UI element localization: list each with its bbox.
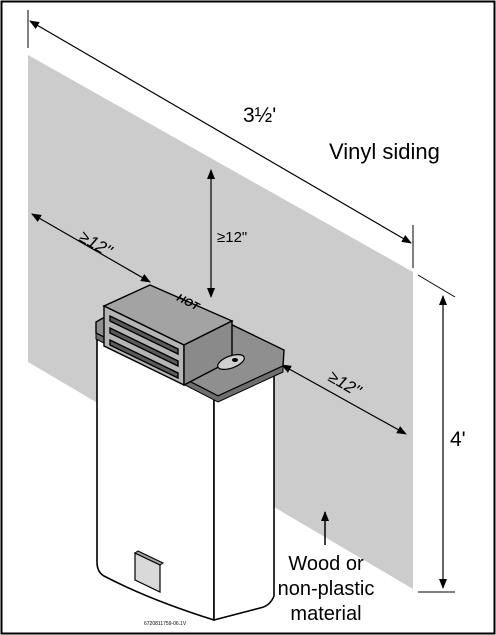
figure-code: 6720811759-06.1V (144, 621, 187, 627)
water-heater-unit: HOT (95, 284, 285, 622)
clearance-left-arrow (31, 213, 151, 283)
exhaust-vent-slots (109, 314, 179, 380)
clearance-right-arrow (281, 364, 407, 435)
height-extension-top (417, 274, 456, 298)
control-knob (217, 354, 245, 370)
material-label-line1: Wood or (288, 553, 364, 575)
clearance-top-label: ≥12" (217, 229, 247, 246)
height-label: 4' (450, 428, 466, 451)
access-panel-edge (133, 550, 165, 566)
vinyl-siding-label: Vinyl siding (329, 139, 440, 164)
material-label-line2: non-plastic (278, 578, 375, 600)
control-knob-dot (232, 358, 238, 362)
width-label: 3½' (243, 104, 276, 127)
material-label-line3: material (290, 603, 361, 625)
unit-side-face (213, 362, 275, 622)
width-dimension-arrow (29, 20, 412, 244)
unit-lid-edge (95, 332, 284, 403)
